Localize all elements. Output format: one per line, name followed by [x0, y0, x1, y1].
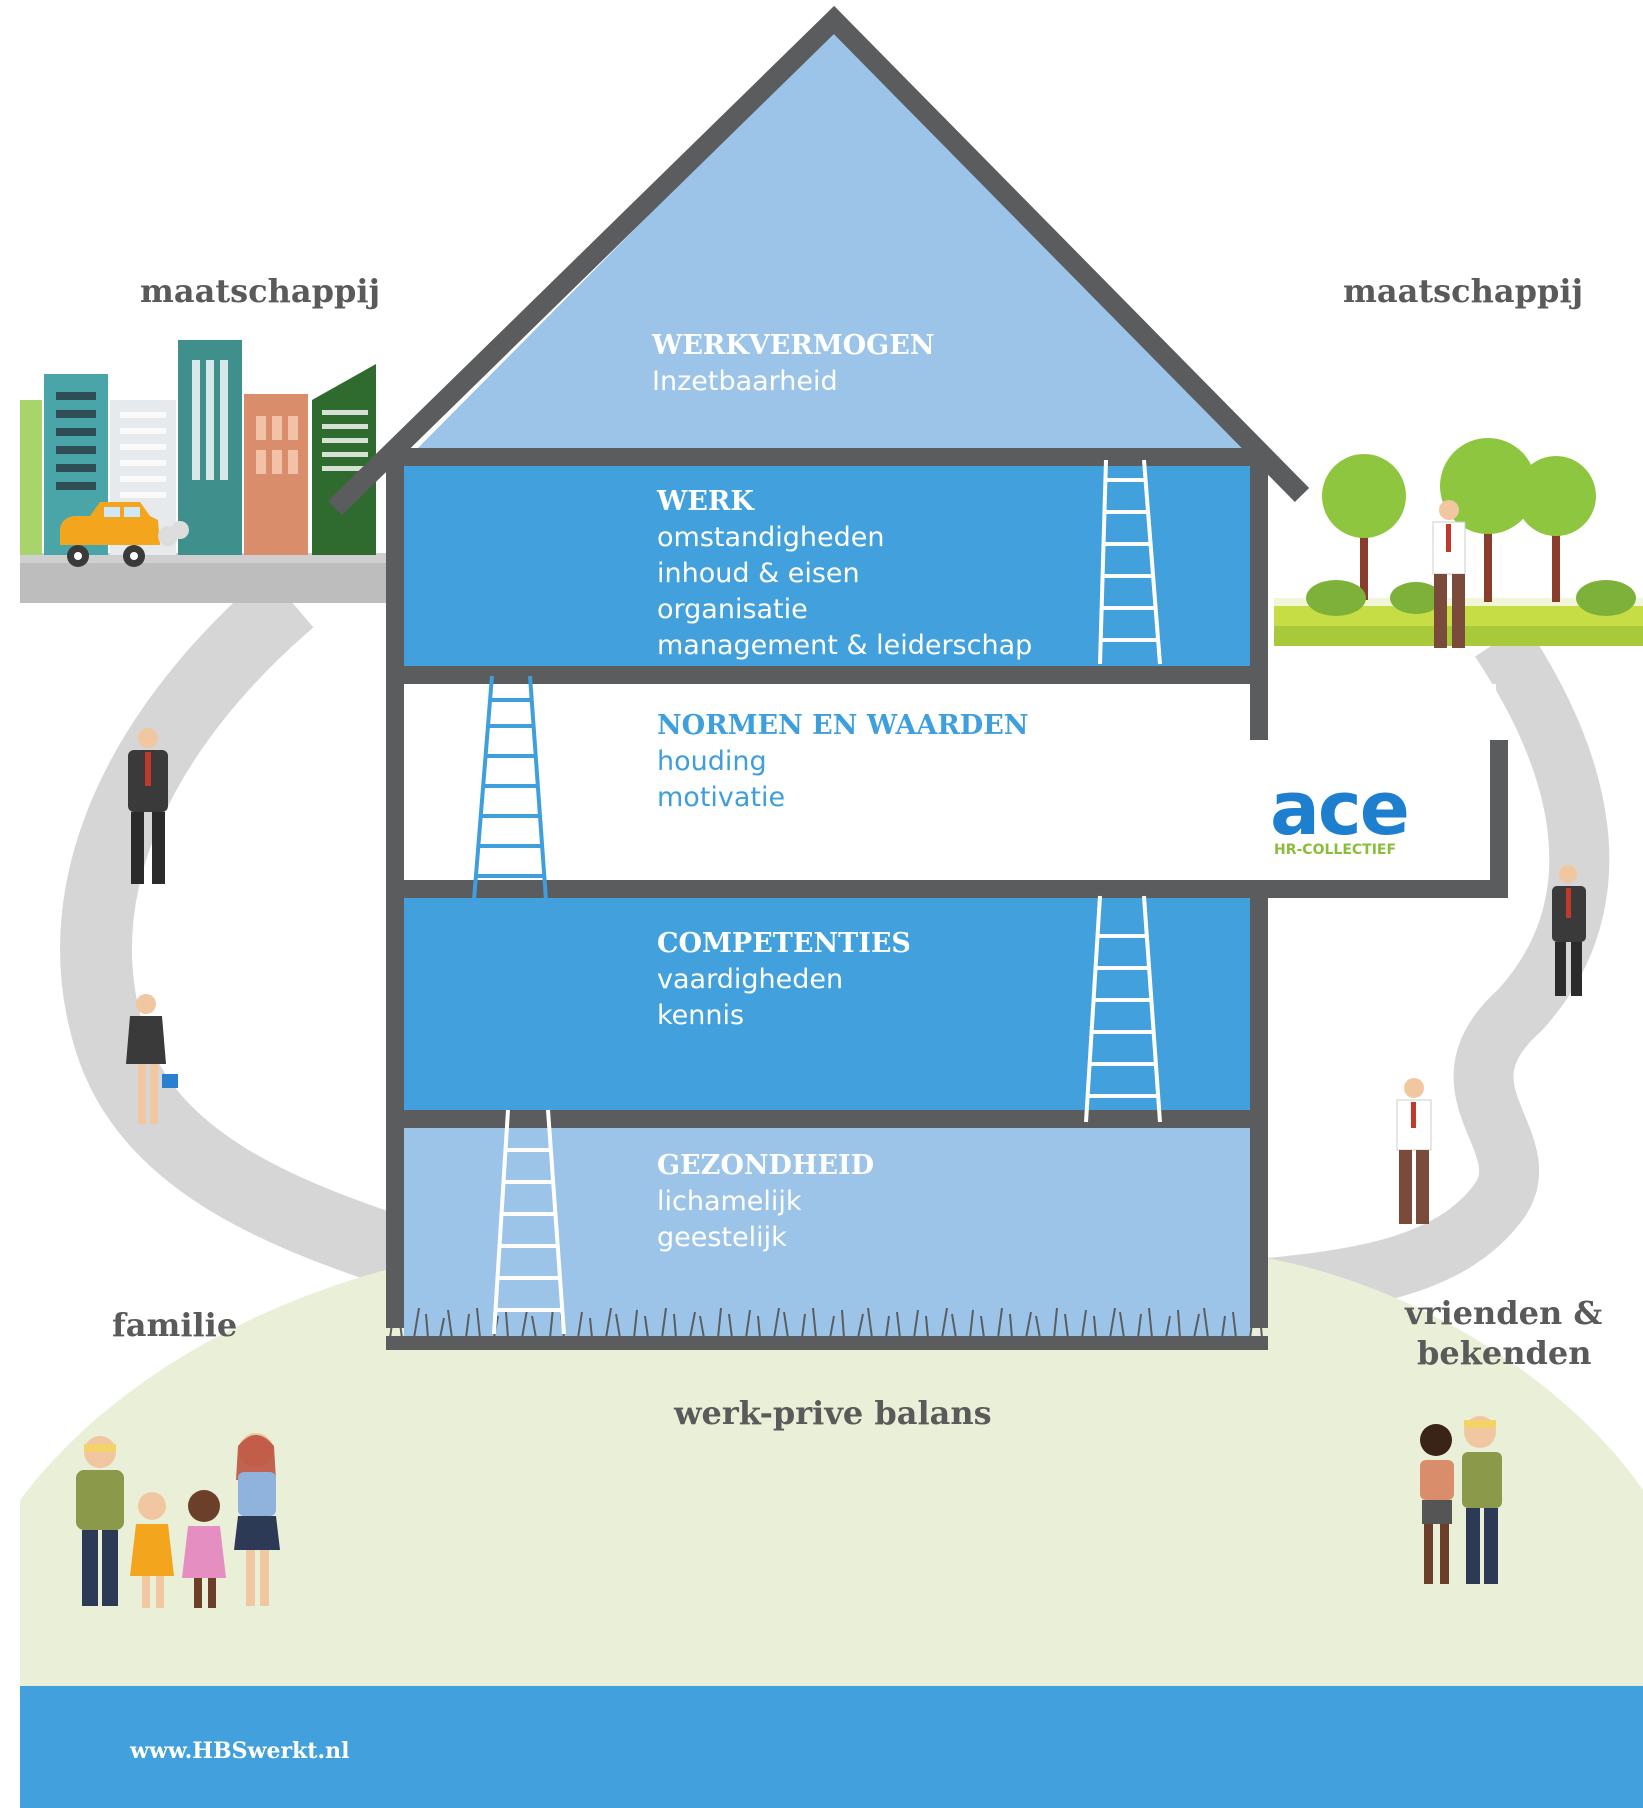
floor-item: inhoud & eisen	[657, 558, 860, 589]
label-family: familie	[112, 1306, 238, 1344]
ladder-werk	[1098, 459, 1162, 665]
floor-item: omstandigheden	[657, 522, 885, 553]
floor-normen-bg	[404, 684, 1496, 880]
footer-url-link[interactable]: www.HBSwerkt.nl	[130, 1738, 350, 1764]
floor-competenties-bg	[404, 898, 1250, 1110]
ace-logo-subtitle: HR-COLLECTIEF	[1274, 842, 1397, 858]
floor-item: Inzetbaarheid	[652, 366, 838, 397]
label-balance: werk-prive balans	[674, 1394, 992, 1432]
road-left	[60, 572, 432, 1295]
floor-item: management & leiderschap	[657, 630, 1033, 661]
floor-item: organisatie	[657, 594, 808, 625]
floor-title: GEZONDHEID	[657, 1150, 875, 1181]
car	[60, 502, 189, 567]
floor-item: geestelijk	[657, 1222, 787, 1253]
label-society-left: maatschappij	[140, 272, 381, 310]
floor-normen-en-waarden: NORMEN EN WAARDEN houding motivatie	[657, 708, 1028, 816]
roof-outline	[328, 5, 1310, 516]
floor-item: houding	[657, 746, 767, 777]
family-illustration	[76, 1433, 280, 1608]
footer-bar: www.HBSwerkt.nl	[20, 1686, 1643, 1808]
floor-item: kennis	[657, 1000, 745, 1031]
ace-logo-word: ace	[1270, 766, 1410, 852]
floor-title: COMPETENTIES	[657, 928, 911, 959]
person-businessman-left	[128, 728, 168, 884]
label-society-right: maatschappij	[1343, 272, 1584, 310]
label-friends-line2: bekenden	[1417, 1334, 1592, 1372]
person-businesswoman-left	[126, 994, 178, 1124]
floor-gezondheid-bg	[404, 1128, 1250, 1338]
person-park-right	[1432, 500, 1466, 648]
floor-item: lichamelijk	[657, 1186, 802, 1217]
label-friends-line1: vrienden &	[1405, 1294, 1603, 1332]
floor-werk-bg	[404, 466, 1250, 666]
floor-item: motivatie	[657, 782, 786, 813]
floor-title: WERKVERMOGEN	[652, 330, 935, 361]
roof-fill	[414, 28, 1248, 452]
ladder-normen	[472, 675, 548, 901]
floor-competenties: COMPETENTIES vaardigheden kennis	[657, 926, 911, 1034]
road-right	[1247, 623, 1610, 1320]
floor-title: NORMEN EN WAARDEN	[657, 710, 1029, 741]
ladder-competenties	[1084, 895, 1162, 1123]
person-walker-right	[1396, 1078, 1432, 1224]
floor-werk: WERK omstandigheden inhoud & eisen organ…	[657, 484, 1032, 664]
friends-illustration	[1420, 1416, 1502, 1584]
floor-item: vaardigheden	[657, 964, 844, 995]
floor-werkvermogen: WERKVERMOGEN Inzetbaarheid	[652, 328, 935, 400]
city-illustration	[20, 340, 390, 603]
hill	[20, 1250, 1643, 1690]
floor-gezondheid: GEZONDHEID lichamelijk geestelijk	[657, 1148, 874, 1256]
floor-title: WERK	[657, 486, 754, 517]
grass	[386, 1307, 1268, 1350]
person-businessman-right	[1552, 865, 1586, 996]
ladder-gezondheid	[492, 1109, 566, 1335]
ace-logo: ace HR-COLLECTIEF	[1270, 772, 1480, 860]
